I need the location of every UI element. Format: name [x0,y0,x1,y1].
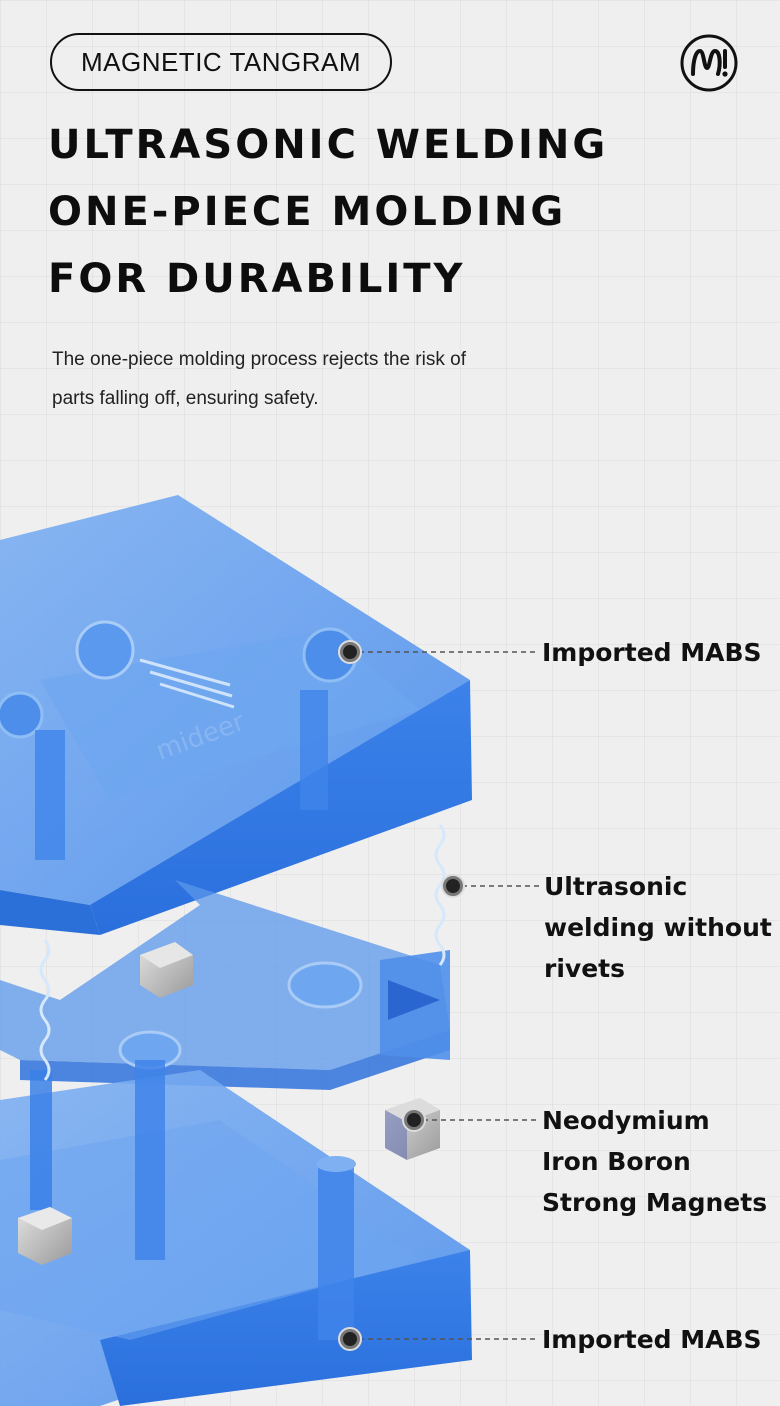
callout-line: rivets [544,954,625,983]
headline: ULTRASONIC WELDING ONE-PIECE MOLDING FOR… [48,112,608,313]
callout-leader-top-shell [338,640,538,664]
callout-leader-welding [441,874,540,898]
magnet-cube-icon [140,942,193,998]
lower-shell [0,1060,472,1406]
callout-label-welding: Ultrasonic welding without rivets [544,866,772,989]
brand-m-logo-icon [680,34,738,92]
upper-shell: mideer [0,495,472,935]
magnet-cube-icon [18,1207,72,1265]
product-badge-label: MAGNETIC TANGRAM [80,46,362,77]
callout-line: Imported MABS [542,1325,762,1354]
callout-label-magnets: Neodymium Iron Boron Strong Magnets [542,1100,767,1223]
description-line: The one-piece molding process rejects th… [52,349,466,370]
callout-line: Strong Magnets [542,1188,768,1217]
callout-line: Ultrasonic [544,872,688,901]
callout-label-bottom-shell: Imported MABS [542,1319,762,1360]
callout-leader-magnets [402,1108,538,1132]
description: The one-piece molding process rejects th… [52,340,572,418]
headline-line: FOR DURABILITY [48,256,466,302]
middle-frame [0,880,450,1090]
description-line: parts falling off, ensuring safety. [52,388,319,409]
welding-wave-icon [39,824,446,1081]
exploded-product-illustration: mideer [0,495,540,1406]
callout-line: Imported MABS [542,638,762,667]
callout-line: Iron Boron [542,1147,691,1176]
headline-line: ONE-PIECE MOLDING [48,189,567,235]
product-badge: MAGNETIC TANGRAM [50,33,392,91]
callout-line: Neodymium [542,1106,710,1135]
headline-line: ULTRASONIC WELDING [48,122,609,168]
callout-line: welding without [544,913,772,942]
callout-label-top-shell: Imported MABS [542,632,762,673]
callout-leader-bottom-shell [338,1327,538,1351]
